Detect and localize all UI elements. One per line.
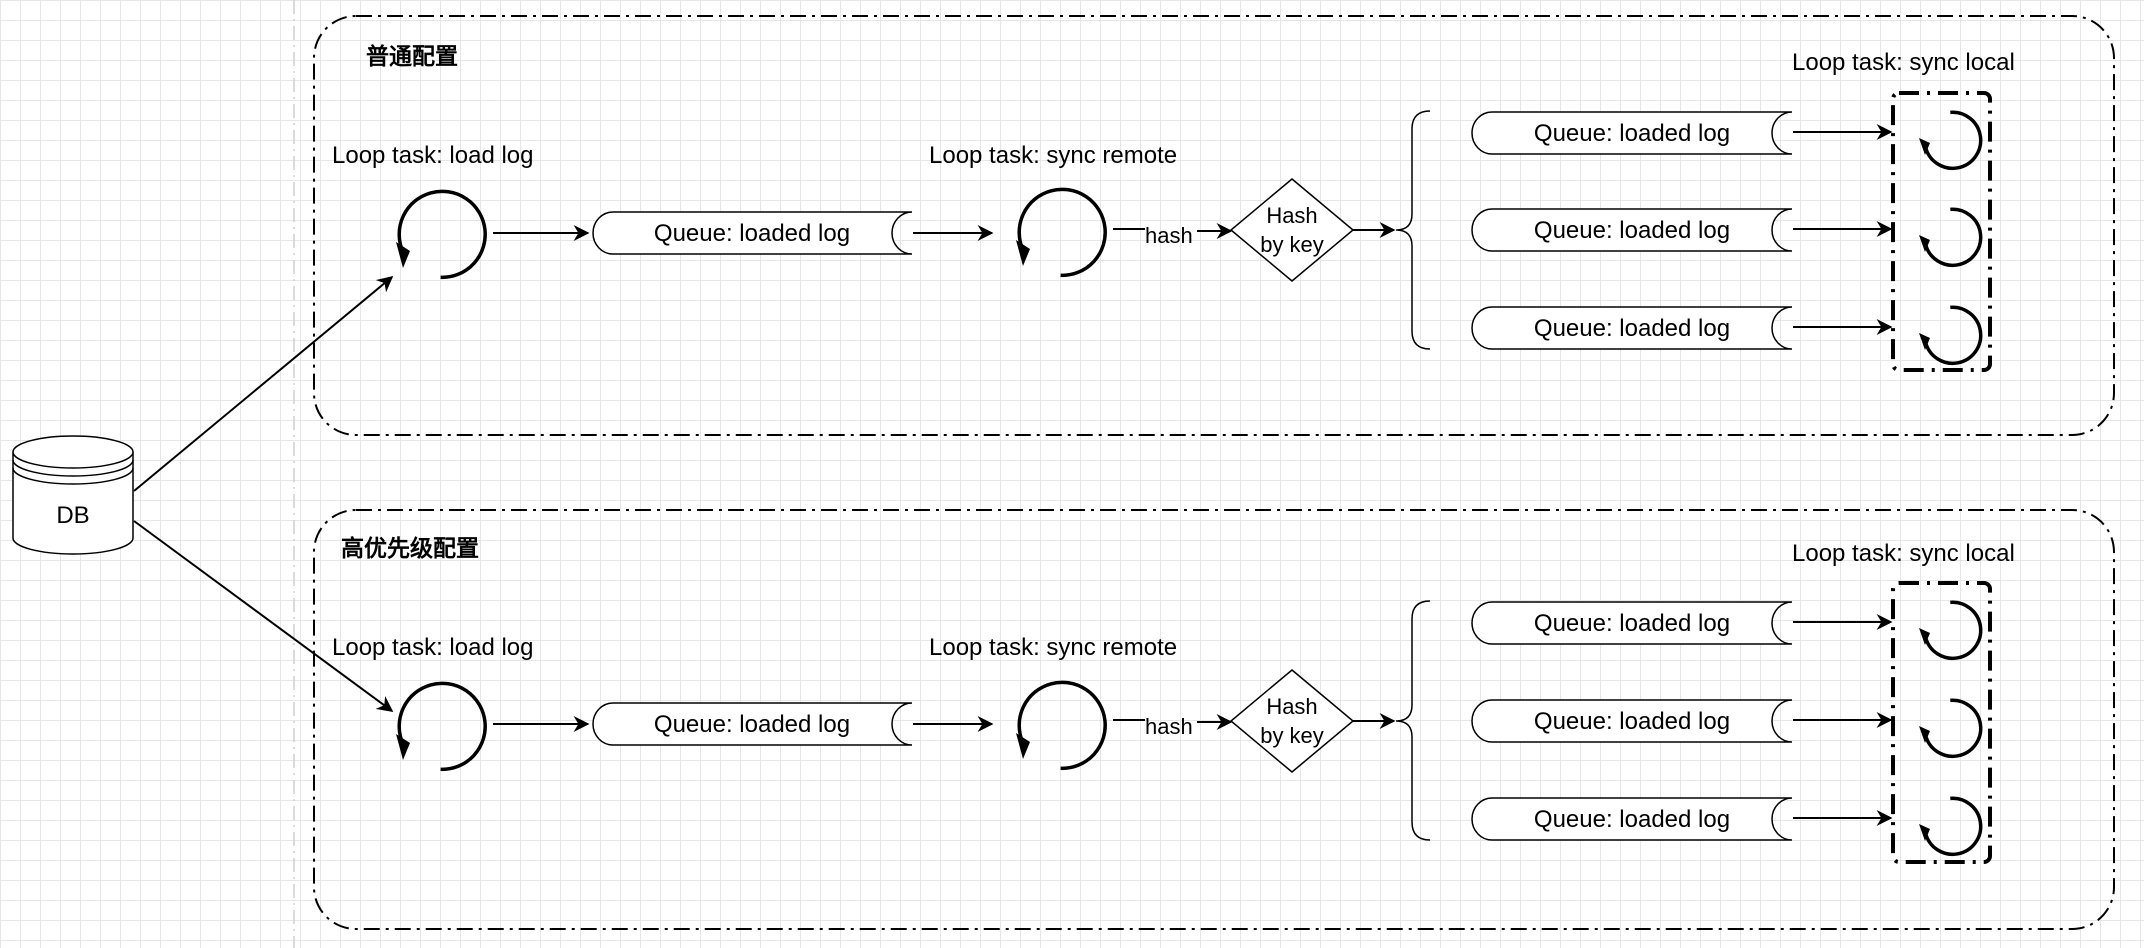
group-priority-config: 高优先级配置 Loop task: load log Queue: loaded… bbox=[313, 509, 2115, 930]
loop-icon[interactable] bbox=[396, 189, 487, 280]
local-queue-shape[interactable]: Queue: loaded log bbox=[1471, 208, 1793, 252]
loaded-queue-shape[interactable]: Queue: loaded log bbox=[592, 211, 913, 255]
loop-icon[interactable] bbox=[1919, 698, 1983, 758]
hash-node-line2: by key bbox=[1260, 232, 1324, 257]
sync-remote-label: Loop task: sync remote bbox=[929, 142, 1177, 169]
group-normal-config: 普通配置 Loop task: load log Queue: loaded l… bbox=[313, 15, 2115, 436]
loop-icon[interactable] bbox=[1016, 680, 1107, 771]
local-queue-row: Queue: loaded log bbox=[1471, 305, 1983, 365]
db-to-load-arrow-normal bbox=[133, 275, 394, 492]
local-queue-shape[interactable]: Queue: loaded log bbox=[1471, 111, 1793, 155]
hash-by-key-diamond[interactable]: Hash by key bbox=[1229, 669, 1355, 773]
loop-icon[interactable] bbox=[1919, 600, 1983, 660]
brace bbox=[1395, 600, 1431, 841]
sync-local-label: Loop task: sync local bbox=[1792, 540, 2015, 567]
hash-node-line2: by key bbox=[1260, 723, 1324, 748]
local-queue-row: Queue: loaded log bbox=[1471, 207, 1983, 267]
loop-icon[interactable] bbox=[1919, 207, 1983, 267]
queue-label: Queue: loaded log bbox=[654, 711, 850, 738]
load-task-label: Loop task: load log bbox=[332, 142, 533, 169]
sync-local-label: Loop task: sync local bbox=[1792, 49, 2015, 76]
loop-icon[interactable] bbox=[1919, 110, 1983, 170]
db-to-load-arrow-priority bbox=[133, 520, 394, 712]
db-label: DB bbox=[56, 502, 89, 529]
group-normal-border bbox=[313, 15, 2115, 436]
queue-label: Queue: loaded log bbox=[1534, 120, 1730, 147]
hash-node-line1: Hash bbox=[1266, 203, 1317, 228]
queue-label: Queue: loaded log bbox=[1534, 708, 1730, 735]
local-queue-row: Queue: loaded log bbox=[1471, 796, 1983, 856]
queue-label: Queue: loaded log bbox=[1534, 315, 1730, 342]
local-queue-row: Queue: loaded log bbox=[1471, 600, 1983, 660]
group-title: 高优先级配置 bbox=[341, 535, 479, 561]
load-task-label: Loop task: load log bbox=[332, 634, 533, 661]
sync-local-box bbox=[1891, 91, 1992, 372]
queue-label: Queue: loaded log bbox=[1534, 806, 1730, 833]
group-title: 普通配置 bbox=[366, 43, 458, 69]
queue-label: Queue: loaded log bbox=[1534, 610, 1730, 637]
hash-edge-label: hash bbox=[1145, 714, 1193, 739]
loop-icon[interactable] bbox=[1919, 305, 1983, 365]
hash-node-line1: Hash bbox=[1266, 694, 1317, 719]
loop-icon[interactable] bbox=[1016, 187, 1107, 278]
hash-edge-label: hash bbox=[1145, 223, 1193, 248]
loop-icon[interactable] bbox=[396, 681, 487, 772]
sync-local-box bbox=[1891, 581, 1992, 864]
queue-label: Queue: loaded log bbox=[654, 220, 850, 247]
local-queue-row: Queue: loaded log bbox=[1471, 110, 1983, 170]
local-queue-shape[interactable]: Queue: loaded log bbox=[1471, 601, 1793, 645]
local-queue-shape[interactable]: Queue: loaded log bbox=[1471, 699, 1793, 743]
local-queue-row: Queue: loaded log bbox=[1471, 698, 1983, 758]
db-cylinder[interactable]: DB bbox=[12, 435, 134, 555]
brace bbox=[1395, 110, 1431, 350]
group-priority-border bbox=[313, 509, 2115, 930]
queue-label: Queue: loaded log bbox=[1534, 217, 1730, 244]
loop-icon[interactable] bbox=[1919, 796, 1983, 856]
loaded-queue-shape[interactable]: Queue: loaded log bbox=[592, 702, 913, 746]
local-queue-shape[interactable]: Queue: loaded log bbox=[1471, 306, 1793, 350]
local-queue-shape[interactable]: Queue: loaded log bbox=[1471, 797, 1793, 841]
hash-by-key-diamond[interactable]: Hash by key bbox=[1229, 178, 1355, 282]
sync-remote-label: Loop task: sync remote bbox=[929, 634, 1177, 661]
